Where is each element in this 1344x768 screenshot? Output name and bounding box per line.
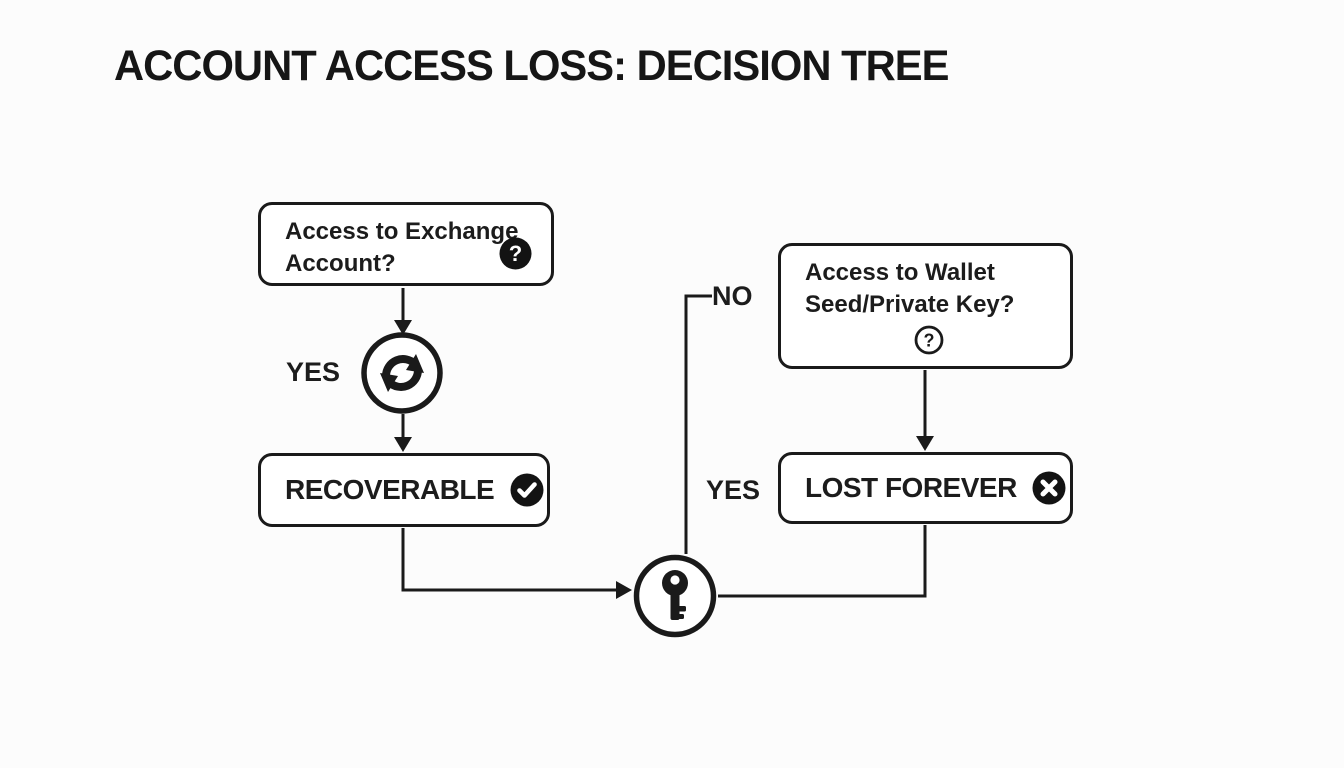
exchange-question-line1: Access to Exchange	[285, 218, 519, 245]
question-outline-icon: ?	[914, 325, 944, 359]
x-badge-icon	[1032, 471, 1066, 505]
question-badge-icon: ?	[499, 237, 532, 275]
key-icon	[633, 554, 717, 643]
edge-lost-to-key	[718, 525, 927, 598]
wallet-question-line1: Access to Wallet	[805, 259, 995, 286]
arrowhead-into-refresh	[394, 320, 412, 335]
wallet-question-line2: Seed/Private Key?	[805, 291, 1015, 318]
edge-label-yes-left: YES	[286, 357, 341, 387]
node-wallet-question: Access to Wallet Seed/Private Key? ?	[778, 243, 1073, 369]
recoverable-label: RECOVERABLE	[285, 474, 495, 505]
edge-no-to-key	[684, 294, 712, 554]
edge-label-yes-right: YES	[706, 475, 761, 505]
arrowhead-into-lost	[916, 436, 934, 451]
lost-forever-label: LOST FOREVER	[805, 472, 1017, 503]
node-recoverable: RECOVERABLE	[258, 453, 550, 527]
recovery-cycle-icon	[361, 332, 443, 419]
arrowhead-into-key	[616, 581, 632, 599]
node-exchange-question: Access to Exchange Account? ?	[258, 202, 554, 286]
svg-text:?: ?	[509, 241, 522, 266]
svg-text:?: ?	[923, 331, 934, 351]
page-title: ACCOUNT ACCESS LOSS: DECISION TREE	[114, 42, 949, 90]
edge-label-no: NO	[712, 281, 753, 311]
arrowhead-into-recoverable	[394, 437, 412, 452]
check-badge-icon	[510, 473, 544, 507]
exchange-question-line2: Account?	[285, 250, 396, 277]
node-lost-forever: LOST FOREVER	[778, 452, 1073, 524]
edge-recoverable-to-key	[401, 528, 616, 592]
